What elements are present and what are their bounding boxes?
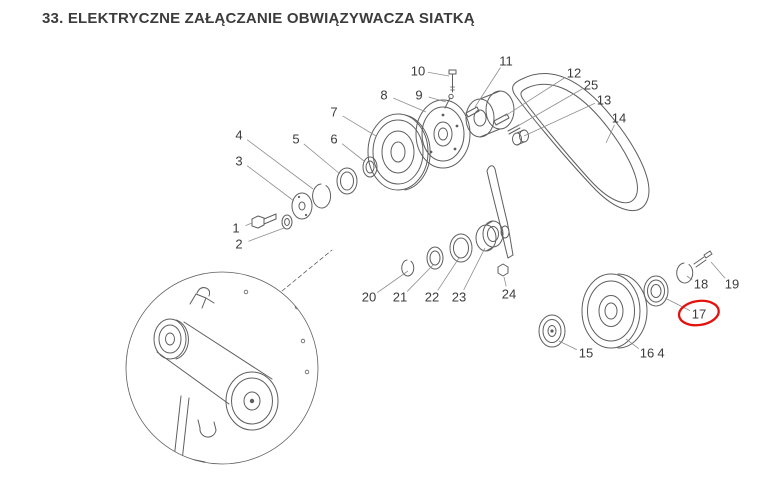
part-label-7: 7 bbox=[330, 105, 337, 120]
page-title: 33. ELEKTRYCZNE ZAŁĄCZANIE OBWIĄZYWACZA … bbox=[42, 10, 475, 27]
part-tension-lever bbox=[486, 165, 514, 259]
part-label-19: 19 bbox=[725, 277, 739, 292]
leader-line-16 bbox=[625, 338, 639, 349]
leader-line-23 bbox=[463, 247, 486, 291]
leader-line-3 bbox=[246, 165, 295, 202]
part-label-13: 13 bbox=[597, 93, 611, 108]
leader-line-20 bbox=[377, 270, 409, 293]
part-18-circlip bbox=[676, 262, 694, 284]
part-21-ring bbox=[426, 246, 444, 270]
part-label-2: 2 bbox=[235, 237, 242, 252]
part-label-9: 9 bbox=[415, 88, 422, 103]
part-label-21: 21 bbox=[393, 290, 407, 305]
part-label-5: 5 bbox=[292, 132, 299, 147]
part-6-ring bbox=[362, 156, 378, 178]
part-12-key bbox=[493, 113, 510, 126]
leader-line-21 bbox=[406, 264, 434, 292]
part-label-20: 20 bbox=[362, 290, 376, 305]
part-10-pin bbox=[448, 69, 457, 93]
leader-line-6 bbox=[341, 143, 365, 162]
leader-line-11 bbox=[474, 67, 501, 108]
part-label-16: 16 bbox=[640, 346, 654, 361]
part-19-screw bbox=[693, 250, 713, 268]
part-label-10: 10 bbox=[411, 64, 425, 79]
part-8-clutch-rotor bbox=[415, 99, 471, 169]
part-5-ring bbox=[336, 167, 358, 195]
part-label-4: 4 bbox=[235, 128, 242, 143]
part-11-key bbox=[465, 106, 480, 118]
part-label-1: 1 bbox=[232, 221, 239, 236]
leader-line-19 bbox=[710, 261, 726, 279]
part-label-3: 3 bbox=[235, 154, 242, 169]
part-label-6: 6 bbox=[330, 132, 337, 147]
part-20-circlip bbox=[401, 259, 415, 277]
part-2-washer bbox=[281, 214, 293, 230]
leader-line-2 bbox=[248, 227, 285, 242]
part-17-bearing bbox=[643, 275, 669, 307]
leader-line-24 bbox=[503, 276, 507, 287]
part-label-12: 12 bbox=[567, 66, 581, 81]
part-23-sleeve bbox=[475, 220, 504, 252]
leader-line-8 bbox=[393, 97, 427, 113]
part-label-8: 8 bbox=[380, 88, 387, 103]
part-label-24: 24 bbox=[502, 287, 516, 302]
leader-line-7 bbox=[342, 115, 377, 137]
part-label-25: 25 bbox=[584, 78, 598, 93]
part-13-bushing bbox=[512, 129, 529, 146]
part-label-4: 4 bbox=[657, 346, 664, 361]
part-22-ring bbox=[449, 233, 473, 263]
leader-line-18 bbox=[686, 275, 693, 281]
part-24-nut bbox=[497, 263, 509, 277]
part-3-disc bbox=[291, 192, 313, 220]
part-14-belt bbox=[512, 73, 650, 211]
part-label-22: 22 bbox=[425, 290, 439, 305]
leader-line-5 bbox=[303, 143, 341, 175]
leader-line-14 bbox=[605, 124, 615, 144]
part-16-pulley-large bbox=[581, 273, 648, 349]
part-label-23: 23 bbox=[452, 290, 466, 305]
leader-line-15 bbox=[558, 340, 578, 351]
part-label-11: 11 bbox=[499, 54, 513, 69]
inset-content bbox=[126, 287, 310, 464]
leader-line-12 bbox=[504, 76, 566, 117]
leader-line-1 bbox=[245, 222, 253, 226]
part-label-15: 15 bbox=[579, 346, 593, 361]
leader-line-13 bbox=[523, 102, 596, 137]
leader-line-4 bbox=[246, 139, 314, 190]
leader-line-9 bbox=[428, 96, 447, 103]
part-label-14: 14 bbox=[612, 111, 626, 126]
part-1-bolt bbox=[251, 213, 277, 229]
drawing-layer bbox=[125, 69, 713, 465]
highlight-circle bbox=[677, 299, 720, 327]
leader-line-10 bbox=[427, 71, 450, 77]
leader-line-22 bbox=[437, 257, 460, 291]
part-label-17: 17 bbox=[692, 307, 706, 322]
inset-detail-circle bbox=[125, 249, 333, 465]
part-4-circlip bbox=[312, 183, 332, 209]
leader-line-25 bbox=[515, 88, 583, 128]
leader-line-17 bbox=[664, 297, 691, 311]
part-9-screw bbox=[444, 93, 454, 109]
part-7-clutch-pulley bbox=[367, 113, 431, 191]
part-label-18: 18 bbox=[694, 277, 708, 292]
part-15-pulley-small bbox=[538, 314, 566, 348]
